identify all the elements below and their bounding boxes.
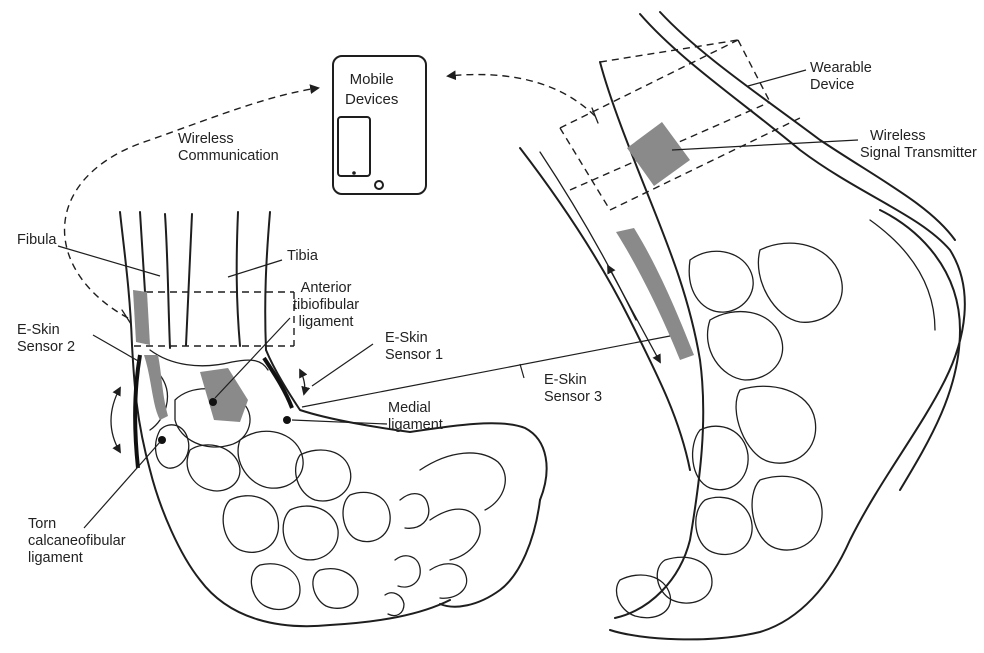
label-torn-calcaneofibular-ligament: Torn calcaneofibular ligament	[28, 516, 126, 567]
sensor-pad-fibula	[133, 290, 150, 345]
label-wireless-communication: Wireless Communication	[178, 131, 279, 165]
label-eskin-sensor-3-line1: E-Skin	[544, 372, 602, 389]
wireless-link-left	[65, 88, 318, 318]
label-eskin-sensor-1-line2: Sensor 1	[385, 347, 443, 364]
label-fibula: Fibula	[17, 232, 57, 249]
label-wireless-signal-transmitter: Wireless Signal Transmitter	[860, 128, 984, 162]
label-anterior-tibiofibular-ligament: Anterior tibiofibular ligament	[293, 280, 359, 331]
label-wearable-device: Wearable Device	[810, 60, 872, 94]
label-eskin-sensor-2: E-Skin Sensor 2	[17, 322, 75, 356]
sensor-pad-1	[200, 368, 248, 422]
label-fibula-text: Fibula	[17, 232, 57, 249]
label-wearable-device-line2: Device	[810, 77, 872, 94]
side-leg-illustration	[520, 12, 965, 639]
label-eskin-sensor-3: E-Skin Sensor 3	[544, 372, 602, 406]
label-torn-line2: calcaneofibular	[28, 533, 126, 550]
sensor-pad-2	[144, 355, 168, 420]
label-tibia: Tibia	[287, 248, 318, 265]
label-medial-ligament: Medial ligament	[388, 400, 443, 434]
label-wireless-signal-transmitter-line1: Wireless	[860, 128, 984, 145]
label-anterior-line1: Anterior	[293, 280, 359, 297]
front-ankle-illustration	[111, 212, 547, 626]
label-wireless-communication-line1: Wireless	[178, 131, 279, 148]
label-mobile-devices-line2: Devices	[345, 90, 398, 110]
label-medial-ligament-line2: ligament	[388, 417, 443, 434]
label-eskin-sensor-3-line2: Sensor 3	[544, 389, 602, 406]
label-eskin-sensor-1-line1: E-Skin	[385, 330, 443, 347]
label-eskin-sensor-2-line2: Sensor 2	[17, 339, 75, 356]
label-anterior-line3: ligament	[293, 314, 359, 331]
label-anterior-line2: tibiofibular	[293, 297, 359, 314]
label-wireless-communication-line2: Communication	[178, 148, 279, 165]
label-torn-line3: ligament	[28, 550, 126, 567]
label-eskin-sensor-1: E-Skin Sensor 1	[385, 330, 443, 364]
label-wearable-device-line1: Wearable	[810, 60, 872, 77]
label-mobile-devices-line1: Mobile	[345, 70, 398, 90]
sensor-pad-3	[616, 228, 694, 360]
label-medial-ligament-line1: Medial	[388, 400, 443, 417]
label-tibia-text: Tibia	[287, 248, 318, 265]
label-eskin-sensor-2-line1: E-Skin	[17, 322, 75, 339]
wireless-link-right	[448, 75, 595, 116]
label-mobile-devices: Mobile Devices	[345, 70, 398, 110]
label-torn-line1: Torn	[28, 516, 126, 533]
label-wireless-signal-transmitter-line2: Signal Transmitter	[860, 145, 984, 162]
